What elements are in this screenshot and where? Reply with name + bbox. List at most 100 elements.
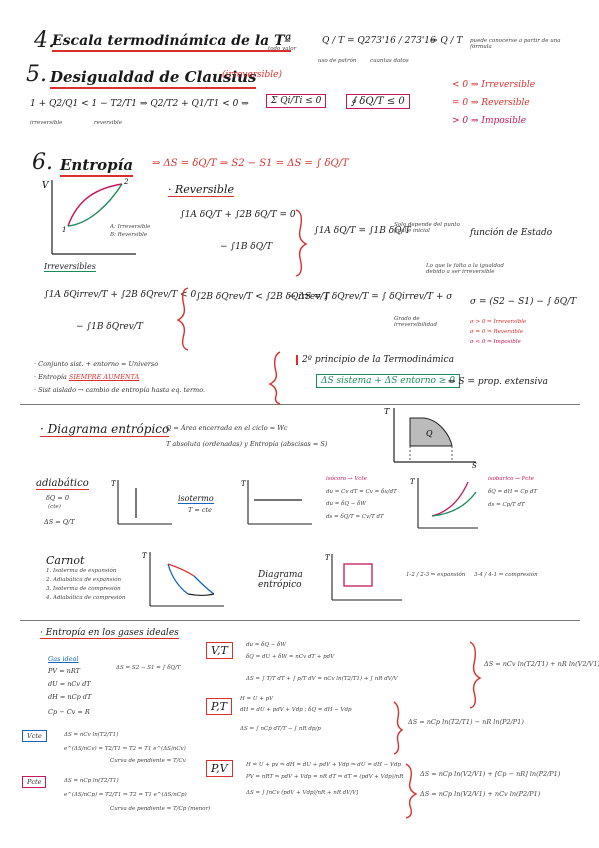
adiabatic-diagram: T: [111, 480, 172, 525]
ts-cycle-diagram: Q T S: [384, 407, 477, 470]
reversible-eq3: ∫1A δQ/T = ∫1B δQ/T: [314, 226, 411, 236]
entropy-definition: ⇒ ΔS = δQ/T ⇒ S2 − S1 = ΔS = ∫ δQ/T: [152, 158, 349, 169]
bullet-entropy-always: SIEMPRE AUMENTA: [68, 373, 140, 381]
section-4-title: Escala termodinámica de la Tª: [52, 33, 292, 52]
isobaric-eq2: ds = Cp/T dT: [488, 502, 525, 508]
irreversible-eq4: → ΔS = ∫ δQrev/T = ∫ δQirrev/T + σ: [288, 292, 453, 302]
irreversible-eq2: − ∫1B δQrev/T: [76, 322, 143, 332]
section-6-number: 6.: [32, 150, 53, 175]
section-5-eq4: ∮ δQ/T ≤ 0: [346, 94, 410, 109]
vt-eq1: du = δQ − δW: [246, 642, 287, 648]
irreversible-eq: ∫1A δQirrev/T + ∫2B δQrev/T < 0: [44, 290, 197, 300]
isobaric-eq1: δQ = dH = Cp dT: [488, 489, 538, 495]
irreversible-eq3: ∫2B δQrev/T < ∫2B δQirrev/T: [196, 292, 330, 302]
section-5-eq3: Σ Qi/Ti ≤ 0: [266, 94, 327, 108]
state-function-result: función de Estado: [470, 228, 553, 238]
reversible-eq2: − ∫1B δQ/T: [220, 242, 273, 252]
svg-text:2: 2: [123, 178, 129, 186]
isothermal-title: isotermo: [178, 494, 214, 504]
ideal-gas-eq1: PV = nRT: [48, 667, 80, 675]
pt-result: ΔS = nCp ln(T2/T1) − nR ln(P2/P1): [408, 718, 524, 726]
irreversible-note: Lo que le falta a la igualdad debido a s…: [426, 263, 504, 275]
adiabatic-title: adiabático: [36, 478, 89, 490]
svg-text:V: V: [42, 181, 50, 191]
carnot-ts-diagram: T: [325, 554, 402, 601]
isochoric-isobaric-diagram: T: [410, 478, 478, 529]
carnot-step-3: 3. Isoterma de compresión: [46, 586, 121, 592]
pv-eq1: H = U + pv ⇒ dH = dU + pdV + Vdp ⇒ dU = …: [246, 762, 401, 768]
sigma-reversible: σ = 0 ⇒ Reversible: [470, 329, 523, 335]
ideal-gas-title: Gas ideal: [48, 655, 79, 663]
svg-text:Q: Q: [426, 429, 433, 438]
pcte-note: Curva de pendiente = T/Cp (menor): [110, 806, 211, 812]
section-4-sub1: uso de patrón: [318, 58, 357, 64]
t-definition: T absoluta (ordenadas) y Entropía (absci…: [166, 440, 328, 448]
section-5-eq1-right: reversible: [94, 120, 122, 126]
section-5-eq1-left: irreversible: [30, 120, 63, 126]
section-5-number: 5.: [26, 62, 47, 87]
carnot-step-2: 2. Adiabática de expansión: [46, 577, 122, 583]
isochoric-eq3: ds = δQ/T = Cv/T dT: [326, 514, 384, 520]
carnot-title: Carnot: [46, 554, 85, 567]
svg-text:T: T: [142, 552, 148, 560]
carnot-step-1: 1. Isoterma de expansión: [46, 568, 117, 574]
expansion-label: 1-2 / 2-3 ⇒ expansión: [406, 572, 466, 578]
svg-text:T: T: [111, 480, 117, 488]
q-definition: Q = Área encerrada en el ciclo = Wc: [166, 424, 288, 432]
svg-text:S: S: [472, 462, 477, 470]
svg-text:T: T: [410, 478, 416, 486]
vt-eq3: ΔS = ∫ T/T dT + ∫ p/T dV = nCv ln(T2/T1)…: [246, 676, 398, 682]
vt-result: ΔS = nCv ln(T2/T1) + nR ln(V2/V1): [484, 660, 599, 668]
section-4-number: 4.: [34, 28, 55, 53]
isothermal-diagram: T: [241, 480, 312, 525]
isobaric-title-text: isobárico → Pcte: [488, 476, 534, 482]
svg-text:1: 1: [62, 226, 66, 234]
vcte-note: Curva de pendiente = T/Cv: [110, 758, 186, 764]
pcte-eq2: e^(ΔS/nCp) = T2/T1 ⇒ T2 = T1 e^(ΔS/nCp): [64, 792, 187, 798]
pv-eq3: ΔS = ∫ [nCv (pdV + Vdp)/nR + nR dV/V]: [246, 790, 359, 796]
reversible-title: · Reversible: [168, 183, 234, 197]
pt-box: P,T: [206, 698, 233, 715]
clausius-result-impossible: > 0 ⇒ Imposible: [452, 116, 527, 126]
section-6-title: Entropía: [60, 156, 134, 177]
sigma-equation: σ = (S2 − S1) − ∫ δQ/T: [470, 297, 577, 307]
svg-text:T: T: [325, 554, 331, 562]
section-5-title: Desigualdad de Clausius: [50, 68, 257, 89]
diagram-label-a: A: Irreversible: [110, 224, 151, 230]
second-law-eq: ΔS sistema + ΔS entorno ≥ 0: [316, 374, 460, 388]
gas-section-title: · Entropía en los gases ideales: [40, 628, 179, 639]
vcte-eq2: e^(ΔS/nCv) = T2/T1 ⇒ T2 = T1 e^(ΔS/nCv): [64, 746, 186, 752]
bullet-isolated: · Sist aislado → cambio de entropía hast…: [34, 386, 206, 394]
svg-text:T: T: [384, 407, 390, 416]
entropic-diagram-label: Diagrama entrópico: [258, 570, 303, 590]
ideal-gas-eq4: Cp − Cv = R: [48, 708, 90, 716]
adiabatic-note: (cte): [48, 504, 61, 510]
svg-text:T: T: [241, 480, 247, 488]
pcte-eq1: ΔS = nCp ln(T2/T1): [64, 778, 119, 784]
pv-box: P,V: [206, 760, 233, 777]
reversible-path-diagram: V 2 1: [42, 178, 136, 255]
entropy-change-def: ΔS = S2 − S1 = ∫ δQ/T: [116, 665, 181, 671]
reversible-note: Solo depende del punto final e inicial: [394, 222, 460, 234]
section-divider-2: [20, 620, 580, 621]
sigma-impossible: σ < 0 ⇒ Imposible: [470, 339, 521, 345]
second-law-result: ⇒ S = prop. extensiva: [448, 377, 548, 387]
pv-eq2: PV = nRT ⇒ pdV + Vdp = nR dT ⇒ dT = (pdV…: [246, 774, 404, 780]
section-divider-1: [20, 404, 580, 405]
bullet-entropy: · Entropía SIEMPRE AUMENTA: [34, 373, 139, 381]
pt-eq2: dH = dU + pdV + Vdp ; δQ = dH − Vdp: [240, 707, 352, 713]
isothermal-eq: T = cte: [188, 506, 213, 514]
section-5-eq2: ⇒ Q2/T2 + Q1/T1 < 0 ⇒: [140, 99, 249, 109]
irreversible-title: Irreversibles: [44, 262, 96, 272]
clausius-result-reversible: = 0 ⇒ Reversible: [452, 98, 530, 108]
section-5-paren: (irreversible): [222, 70, 283, 80]
vt-eq2: δQ = dU + δW = nCv dT + pdV: [246, 654, 335, 660]
entropic-diagram-title: · Diagrama entrópico: [40, 422, 170, 437]
clausius-result-irreversible: < 0 ⇒ Irreversible: [452, 80, 536, 90]
bullet-universe: · Conjunto sist. + entorno = Universo: [34, 360, 159, 368]
isochoric-title-text: isócoro → Vcte: [326, 476, 367, 482]
pt-eq3: ΔS = ∫ nCp dT/T − ∫ nR dp/p: [240, 726, 321, 732]
isobaric-title: isobárico → Pcte: [488, 476, 534, 482]
ideal-gas-eq3: dH = nCp dT: [48, 693, 92, 701]
